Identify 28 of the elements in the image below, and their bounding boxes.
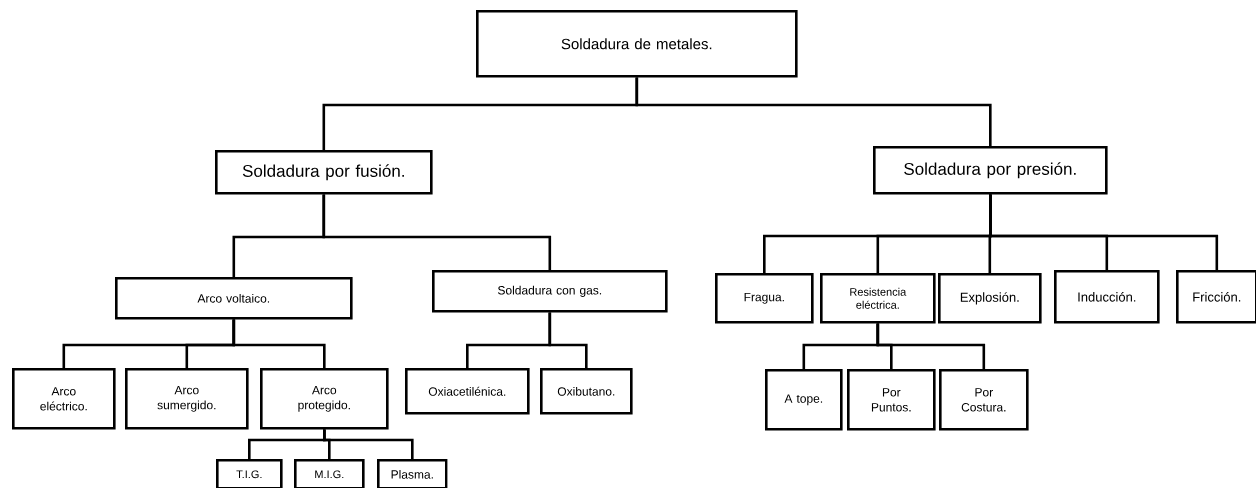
process-box: Soldadura por fusión. (215, 150, 433, 195)
process-box: A tope. (765, 369, 843, 431)
process-box: Explosión. (938, 273, 1042, 324)
connector-line (548, 312, 588, 368)
process-box: Plasma. (377, 459, 448, 488)
process-box: Oxiacetilénica. (405, 368, 530, 415)
process-box: Arco protegido. (260, 368, 389, 430)
connector-line (989, 194, 1219, 270)
process-box: Arco eléctrico. (12, 368, 116, 430)
connector-line (323, 429, 414, 459)
connector-line (322, 194, 552, 270)
process-box: Inducción. (1054, 270, 1160, 324)
process-box: Soldadura por presión. (873, 146, 1108, 195)
process-box: Soldadura de metales. (476, 10, 798, 78)
connector-line (876, 323, 986, 369)
process-box: T.I.G. (216, 459, 283, 488)
process-box: Resistencia eléctrica. (820, 273, 936, 324)
connector-line (635, 77, 992, 146)
process-box: Arco sumergido. (125, 368, 249, 430)
process-box: Por Puntos. (847, 369, 936, 431)
process-box: M.I.G. (294, 459, 365, 488)
process-box: Por Costura. (939, 369, 1029, 431)
process-box: Fragua. (715, 273, 814, 324)
connector-line (232, 319, 326, 368)
process-box: Arco voltaico. (115, 277, 353, 320)
process-box: Fricción. (1176, 270, 1256, 324)
process-box: Soldadura con gas. (432, 270, 668, 313)
process-box: Oxibutano. (540, 368, 633, 415)
